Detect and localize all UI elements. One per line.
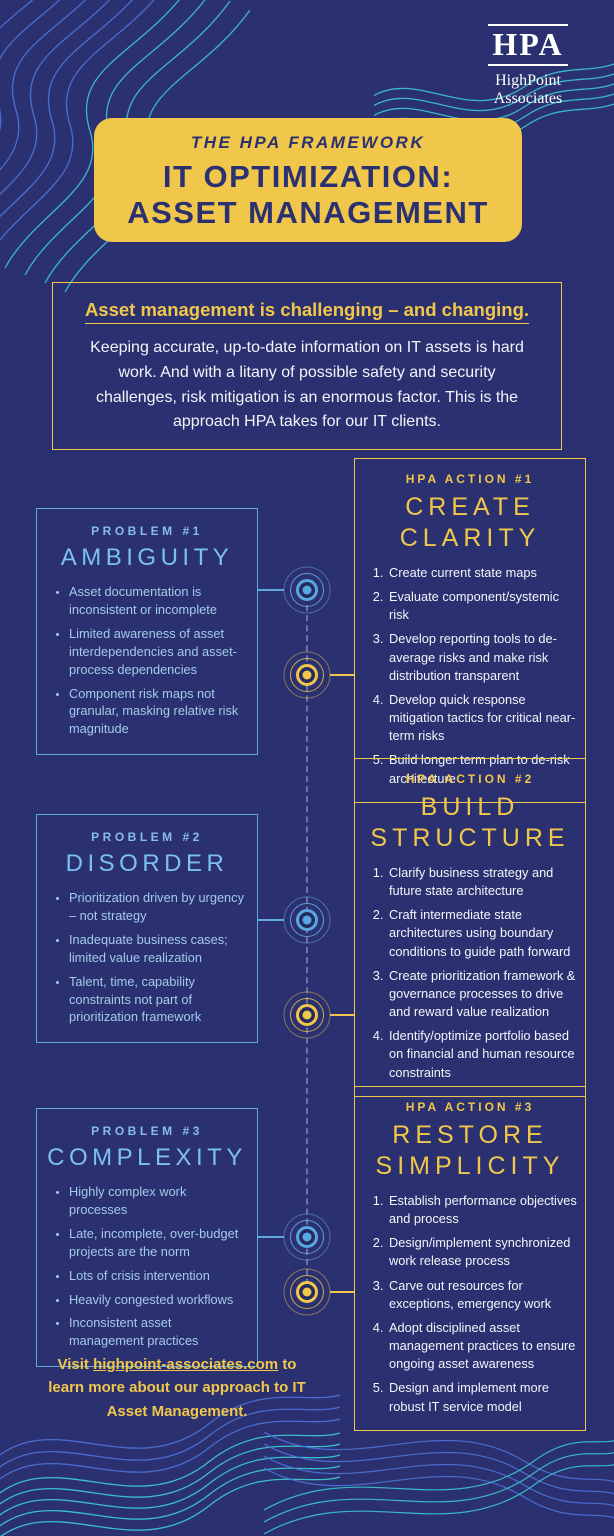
logo-rule-bottom	[488, 63, 568, 66]
connector-action-2	[330, 1014, 354, 1016]
logo-rule-top	[488, 24, 568, 26]
action-2-title-line2: STRUCTURE	[370, 823, 570, 852]
action-1-step-list: Create current state maps Evaluate compo…	[363, 564, 577, 788]
intro-body: Keeping accurate, up-to-date information…	[90, 339, 524, 431]
problem-1-title: AMBIGUITY	[60, 544, 234, 571]
action-3-title-line1: RESTORE	[392, 1121, 548, 1149]
list-item: Design and implement more robust IT serv…	[387, 1379, 577, 1415]
connector-problem-2	[258, 919, 284, 921]
list-item: Lots of crisis intervention	[69, 1267, 247, 1285]
list-item: Design/implement synchronized work relea…	[387, 1234, 577, 1270]
action-1-title-line1: CREATE	[405, 493, 535, 521]
action-box-3: HPA ACTION #3 RESTORE SIMPLICITY Establi…	[354, 1086, 586, 1431]
intro-heading: Asset management is challenging – and ch…	[84, 299, 530, 320]
list-item: Identify/optimize portfolio based on fin…	[387, 1027, 577, 1081]
problem-1-kicker: PROBLEM #1	[91, 524, 203, 538]
problem-3-kicker: PROBLEM #3	[91, 1124, 203, 1138]
action-2-step-list: Clarify business strategy and future sta…	[363, 864, 577, 1082]
list-item: Adopt disciplined asset management pract…	[387, 1319, 577, 1373]
timeline-node-blue-3-icon	[283, 1213, 331, 1261]
list-item: Late, incomplete, over-budget projects a…	[69, 1225, 247, 1261]
list-item: Develop quick response mitigation tactic…	[387, 691, 577, 745]
list-item: Inconsistent asset management practices	[69, 1314, 247, 1350]
list-item: Component risk maps not granular, maskin…	[69, 685, 247, 739]
problem-1-bullet-list: Asset documentation is inconsistent or i…	[47, 583, 247, 738]
problem-2-title: DISORDER	[65, 850, 229, 877]
list-item: Establish performance objectives and pro…	[387, 1192, 577, 1228]
problem-2-kicker: PROBLEM #2	[91, 830, 203, 844]
connector-action-3	[330, 1291, 354, 1293]
logo-name-top: HighPoint	[495, 71, 561, 89]
timeline-node-blue-2-icon	[283, 896, 331, 944]
timeline-node-blue-1-icon	[283, 566, 331, 614]
title-banner: THE HPA FRAMEWORK IT OPTIMIZATION: ASSET…	[94, 118, 522, 242]
list-item: Prioritization driven by urgency – not s…	[69, 889, 247, 925]
list-item: Craft intermediate state architectures u…	[387, 906, 577, 960]
footer-text-pre: Visit	[57, 1356, 89, 1373]
timeline-node-yellow-1-icon	[283, 651, 331, 699]
hpa-logo: HPA HighPoint Associates	[476, 24, 580, 109]
list-item: Develop reporting tools to de-average ri…	[387, 630, 577, 684]
list-item: Highly complex work processes	[69, 1183, 247, 1219]
banner-kicker: THE HPA FRAMEWORK	[190, 133, 426, 152]
problem-box-2: PROBLEM #2 DISORDER Prioritization drive…	[36, 814, 258, 1044]
problem-box-3: PROBLEM #3 COMPLEXITY Highly complex wor…	[36, 1108, 258, 1368]
list-item: Clarify business strategy and future sta…	[387, 864, 577, 900]
list-item: Evaluate component/systemic risk	[387, 588, 577, 624]
list-item: Carve out resources for exceptions, emer…	[387, 1277, 577, 1313]
action-2-title-line1: BUILD	[420, 793, 520, 821]
action-1-kicker: HPA ACTION #1	[405, 472, 535, 486]
list-item: Inadequate business cases; limited value…	[69, 931, 247, 967]
timeline-node-yellow-3-icon	[283, 1268, 331, 1316]
timeline-node-yellow-2-icon	[283, 991, 331, 1039]
connector-action-1	[330, 674, 354, 676]
problem-box-1: PROBLEM #1 AMBIGUITY Asset documentation…	[36, 508, 258, 756]
list-item: Create prioritization framework & govern…	[387, 967, 577, 1021]
problem-2-bullet-list: Prioritization driven by urgency – not s…	[47, 889, 247, 1026]
action-3-kicker: HPA ACTION #3	[405, 1100, 535, 1114]
list-item: Limited awareness of asset interdependen…	[69, 625, 247, 679]
list-item: Talent, time, capability constraints not…	[69, 973, 247, 1027]
action-3-step-list: Establish performance objectives and pro…	[363, 1192, 577, 1416]
footer-text-post: to learn more about our approach to IT A…	[48, 1356, 306, 1420]
action-box-1: HPA ACTION #1 CREATE CLARITY Create curr…	[354, 458, 586, 803]
problem-3-bullet-list: Highly complex work processes Late, inco…	[47, 1183, 247, 1350]
list-item: Asset documentation is inconsistent or i…	[69, 583, 247, 619]
page-title-line1: IT OPTIMIZATION:	[162, 159, 454, 194]
logo-name-bottom: Associates	[493, 90, 563, 108]
action-2-kicker: HPA ACTION #2	[405, 772, 535, 786]
footer-cta: Visit highpoint-associates.com to learn …	[44, 1353, 310, 1423]
list-item: Heavily congested workflows	[69, 1291, 247, 1309]
footer-link[interactable]: highpoint-associates.com	[93, 1356, 279, 1373]
list-item: Build longer term plan to de-risk archit…	[387, 751, 577, 787]
problem-3-title: COMPLEXITY	[47, 1144, 247, 1171]
action-box-2: HPA ACTION #2 BUILD STRUCTURE Clarify bu…	[354, 758, 586, 1097]
action-1-title-line2: CLARITY	[399, 523, 541, 552]
intro-box: Asset management is challenging – and ch…	[52, 282, 562, 451]
connector-problem-3	[258, 1236, 284, 1238]
page-title-line2: ASSET MANAGEMENT	[127, 194, 489, 230]
connector-problem-1	[258, 589, 284, 591]
list-item: Create current state maps	[387, 564, 577, 582]
action-3-title-line2: SIMPLICITY	[375, 1151, 565, 1180]
logo-abbr: HPA	[492, 26, 564, 62]
